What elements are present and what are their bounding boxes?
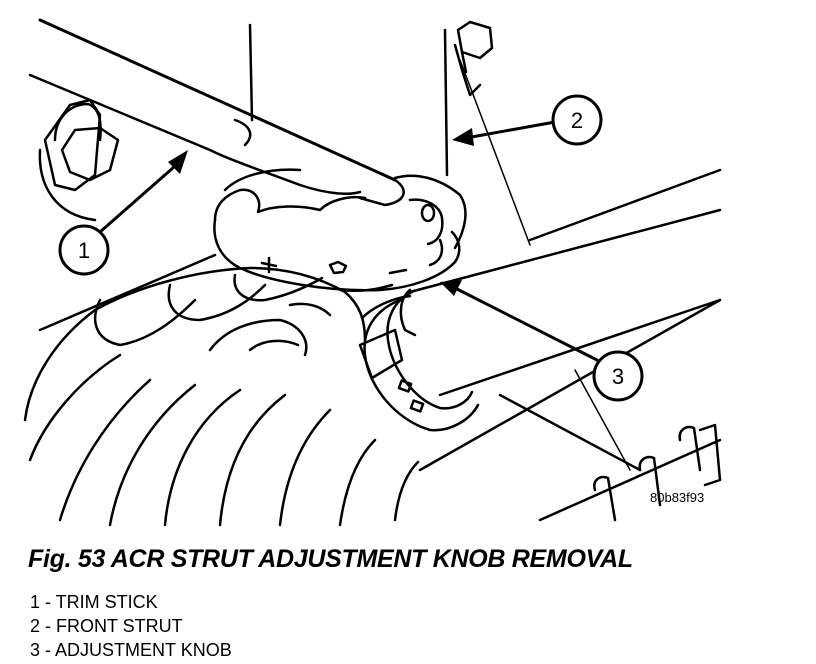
arrowhead-1 (168, 150, 188, 174)
front-strut (358, 208, 722, 432)
legend-list: 1 - TRIM STICK 2 - FRONT STRUT 3 - ADJUS… (30, 590, 232, 662)
trim-stick (28, 18, 405, 207)
leader-arrows (98, 120, 599, 362)
image-code: 80b83f93 (650, 490, 704, 505)
strut-knob-illustration: 1 2 3 80b83f93 (23, 18, 722, 527)
arrowhead-2 (452, 128, 474, 146)
background-structure (38, 23, 722, 522)
lower-right-hardware (593, 423, 722, 522)
left-bolt (38, 98, 120, 222)
callout-1: 1 (58, 224, 110, 276)
legend-item-adjustment-knob: 3 - ADJUSTMENT KNOB (30, 640, 232, 660)
callout-2: 2 (551, 94, 603, 146)
figure-caption: Fig. 53 ACR STRUT ADJUSTMENT KNOB REMOVA… (28, 545, 633, 573)
arrowhead-3 (440, 280, 462, 296)
adjustment-knob (213, 168, 467, 293)
legend-item-trim-stick: 1 - TRIM STICK (30, 592, 158, 612)
dust-boot (23, 266, 420, 527)
callout-3-label: 3 (612, 364, 624, 389)
callout-2-label: 2 (571, 108, 583, 133)
callout-3: 3 (592, 350, 644, 402)
legend-item-front-strut: 2 - FRONT STRUT (30, 616, 183, 636)
upper-bolt (453, 20, 494, 97)
callout-1-label: 1 (78, 238, 90, 263)
